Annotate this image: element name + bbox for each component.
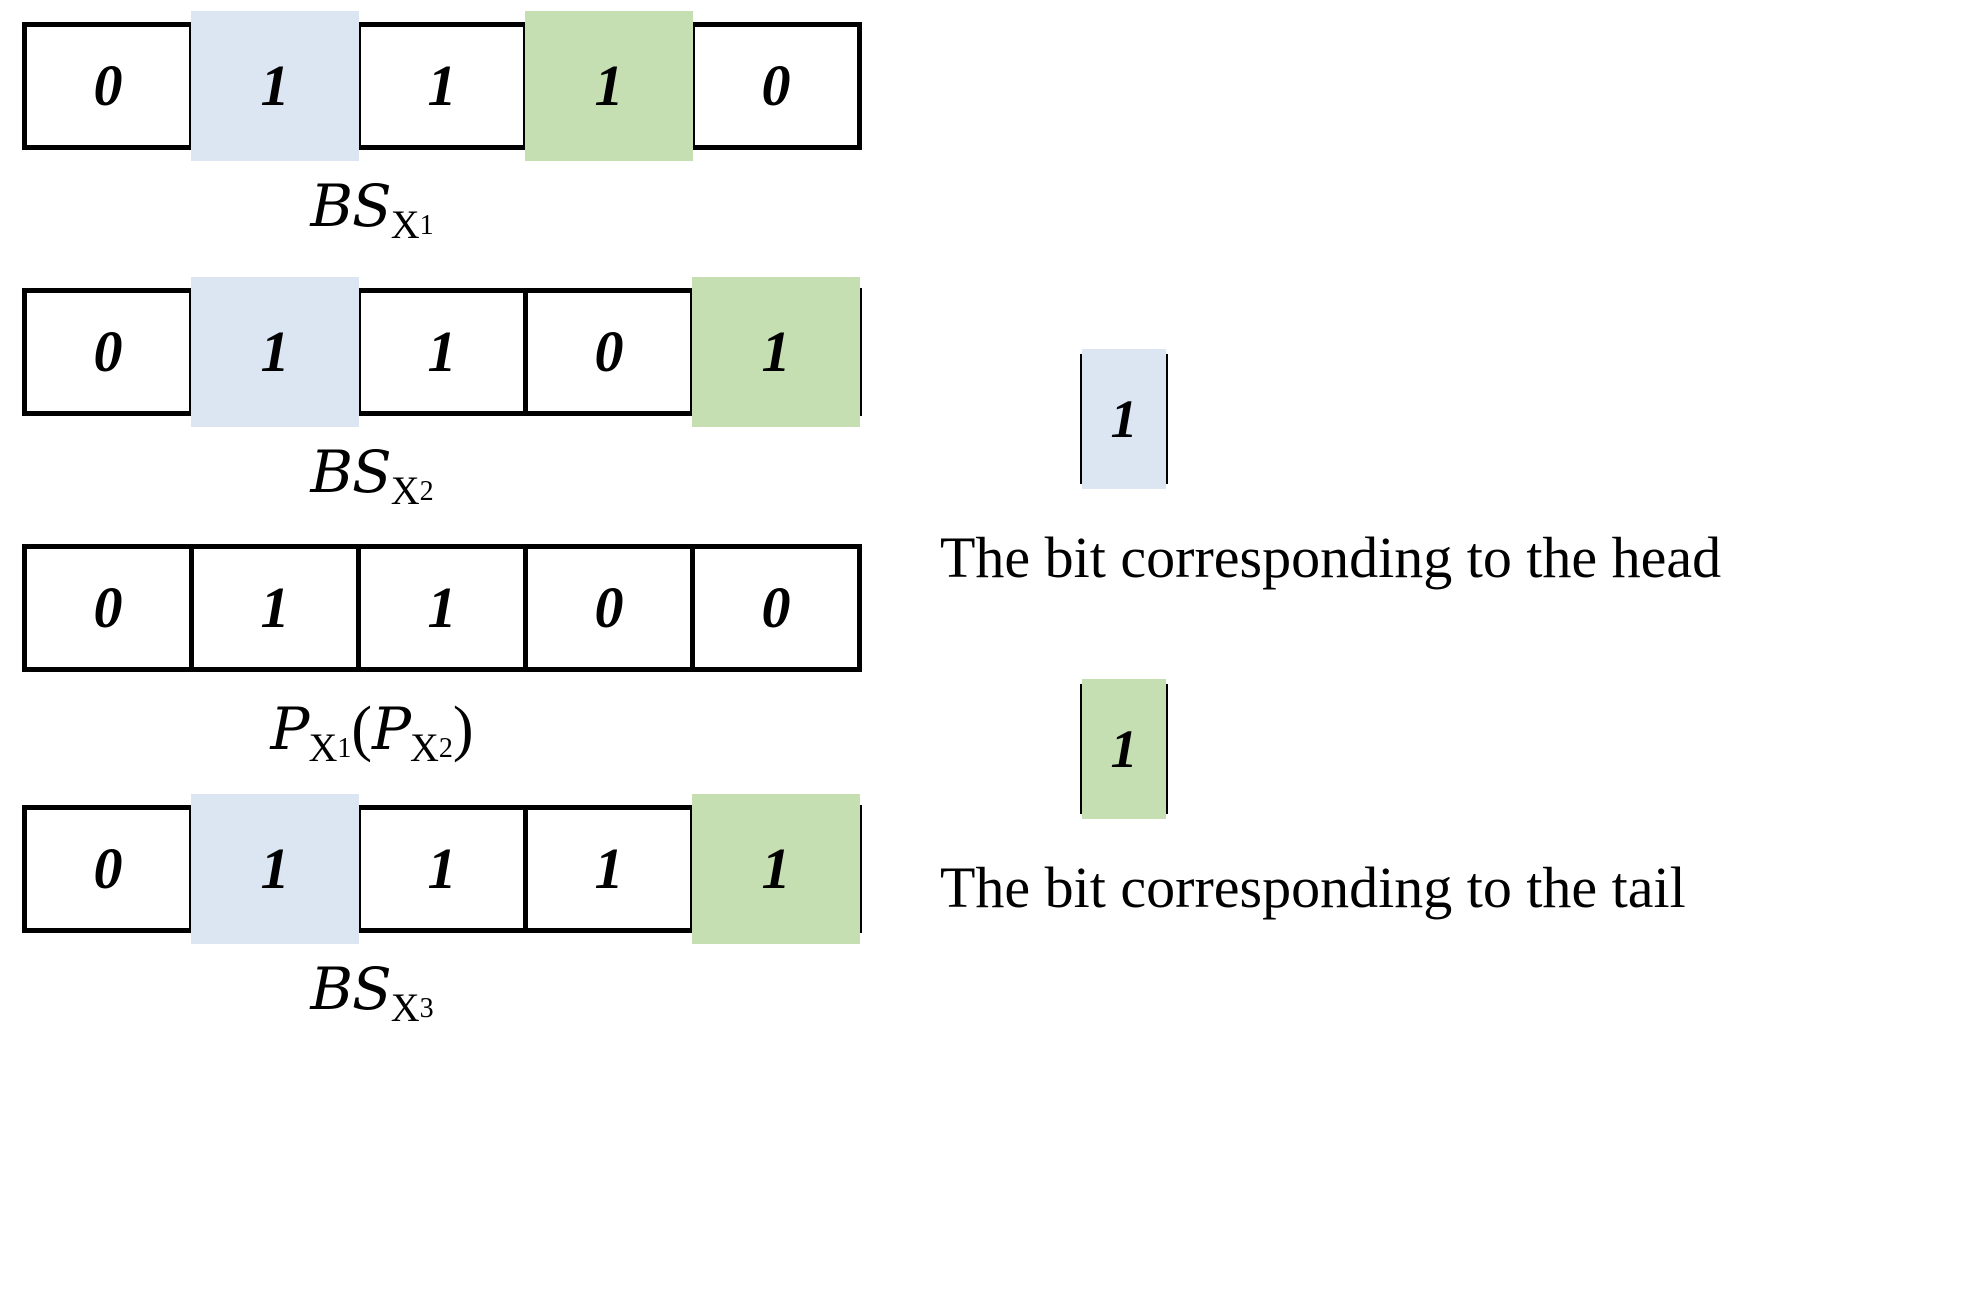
- bit-cell: 1: [528, 810, 695, 928]
- legend-swatch-wrap: 1: [940, 349, 1982, 504]
- row-label-subsubscript: 2: [419, 475, 434, 507]
- row-label-script-2: P: [372, 695, 411, 763]
- bit-cell-head: 1: [191, 11, 361, 161]
- bitstring-strip: 0 1 1 1 1: [22, 794, 862, 944]
- bit-cell: 0: [27, 27, 194, 145]
- bit-cell: 1: [361, 293, 528, 411]
- bit-value: 0: [93, 575, 123, 640]
- row-label-subscript: X: [308, 725, 338, 770]
- row-label-p-x1-p-x2: PX1(PX2): [22, 694, 722, 771]
- row-label-close-paren: ): [452, 695, 474, 763]
- bit-cell-tail: 1: [692, 794, 860, 944]
- bit-value: 0: [93, 53, 123, 118]
- row-label-subsubscript: 1: [337, 732, 352, 764]
- bit-value: 0: [761, 53, 791, 118]
- legend-swatch-tail: 1: [1080, 679, 1168, 819]
- row-label-bs-x2: BSX2: [22, 438, 722, 514]
- row-label-subscript: X: [390, 202, 420, 247]
- row-label-script: P: [270, 695, 309, 763]
- row-label-subsubscript-2: 2: [438, 732, 453, 764]
- bitstring-rows-container: 0 1 1 1 0 BSX1: [0, 0, 880, 1305]
- bit-value: 1: [427, 53, 457, 118]
- bitstring-strip: 0 1 1 0 0: [22, 544, 862, 672]
- bit-value: 0: [594, 575, 624, 640]
- bit-cell-head: 1: [191, 794, 361, 944]
- legend-caption-head: The bit corresponding to the head: [940, 525, 1722, 590]
- bit-value: 1: [427, 575, 457, 640]
- bitstring-strip: 0 1 1 1 0: [22, 11, 862, 161]
- bit-cell-tail: 1: [525, 11, 695, 161]
- bitstring-row-bs-x1: 0 1 1 1 0 BSX1: [22, 11, 862, 248]
- bit-value: 1: [260, 319, 290, 384]
- row-label-subscript-2: X: [410, 725, 439, 770]
- bit-cell-tail: 1: [692, 277, 860, 427]
- bit-cell: 1: [361, 27, 528, 145]
- bit-value: 1: [594, 836, 624, 901]
- swatch-value: 1: [1110, 719, 1138, 779]
- swatch-value: 1: [1110, 389, 1138, 449]
- bit-value: 1: [260, 53, 290, 118]
- row-label-open-paren: (: [351, 695, 372, 763]
- row-label-script: BS: [310, 438, 391, 506]
- bit-cell: 1: [194, 549, 361, 667]
- row-label-bs-x1: BSX1: [22, 172, 722, 248]
- legend-item-head: 1 The bit corresponding to the head: [940, 349, 1982, 590]
- bit-value: 0: [594, 319, 624, 384]
- bit-value: 1: [427, 319, 457, 384]
- bitstring-row-bs-x3: 0 1 1 1 1 BSX3: [22, 794, 862, 1031]
- swatch-highlight-head: [1082, 349, 1166, 489]
- row-label-bs-x3: BSX3: [22, 955, 722, 1031]
- bit-value: 1: [761, 836, 791, 901]
- bit-value: 0: [761, 575, 791, 640]
- bit-cell: 0: [27, 549, 194, 667]
- row-label-subsubscript: 3: [419, 992, 434, 1024]
- bit-value: 1: [260, 836, 290, 901]
- bit-value: 1: [761, 319, 791, 384]
- bit-cell: 1: [361, 810, 528, 928]
- row-label-subsubscript: 1: [419, 209, 434, 241]
- row-label-subscript: X: [390, 985, 420, 1030]
- bit-value: 1: [594, 53, 624, 118]
- legend-container: 1 The bit corresponding to the head 1 Th…: [940, 0, 1982, 1305]
- bit-cell: 0: [27, 810, 194, 928]
- bit-value: 0: [93, 836, 123, 901]
- row-label-subscript: X: [390, 468, 420, 513]
- swatch-highlight-tail: [1082, 679, 1166, 819]
- bit-cell: 1: [361, 549, 528, 667]
- bit-cell: 0: [695, 549, 857, 667]
- row-label-script: BS: [310, 172, 391, 240]
- bit-cell: 0: [695, 27, 857, 145]
- bitstring-row-bs-x2: 0 1 1 0 1 BSX2: [22, 277, 862, 514]
- bitstring-strip: 0 1 1 0 1: [22, 277, 862, 427]
- bit-cell: 0: [27, 293, 194, 411]
- bit-value: 0: [93, 319, 123, 384]
- bit-cell-head: 1: [191, 277, 361, 427]
- bitstring-row-p-x1-p-x2: 0 1 1 0 0 PX1(PX2): [22, 544, 862, 771]
- bit-cell: 0: [528, 293, 695, 411]
- legend-swatch-head: 1: [1080, 349, 1168, 489]
- bit-value: 1: [427, 836, 457, 901]
- row-label-script: BS: [310, 955, 391, 1023]
- legend-caption-tail: The bit corresponding to the tail: [940, 855, 1686, 920]
- legend-item-tail: 1 The bit corresponding to the tail: [940, 679, 1982, 920]
- bit-value: 1: [260, 575, 290, 640]
- legend-swatch-wrap: 1: [940, 679, 1982, 834]
- bit-cell: 0: [528, 549, 695, 667]
